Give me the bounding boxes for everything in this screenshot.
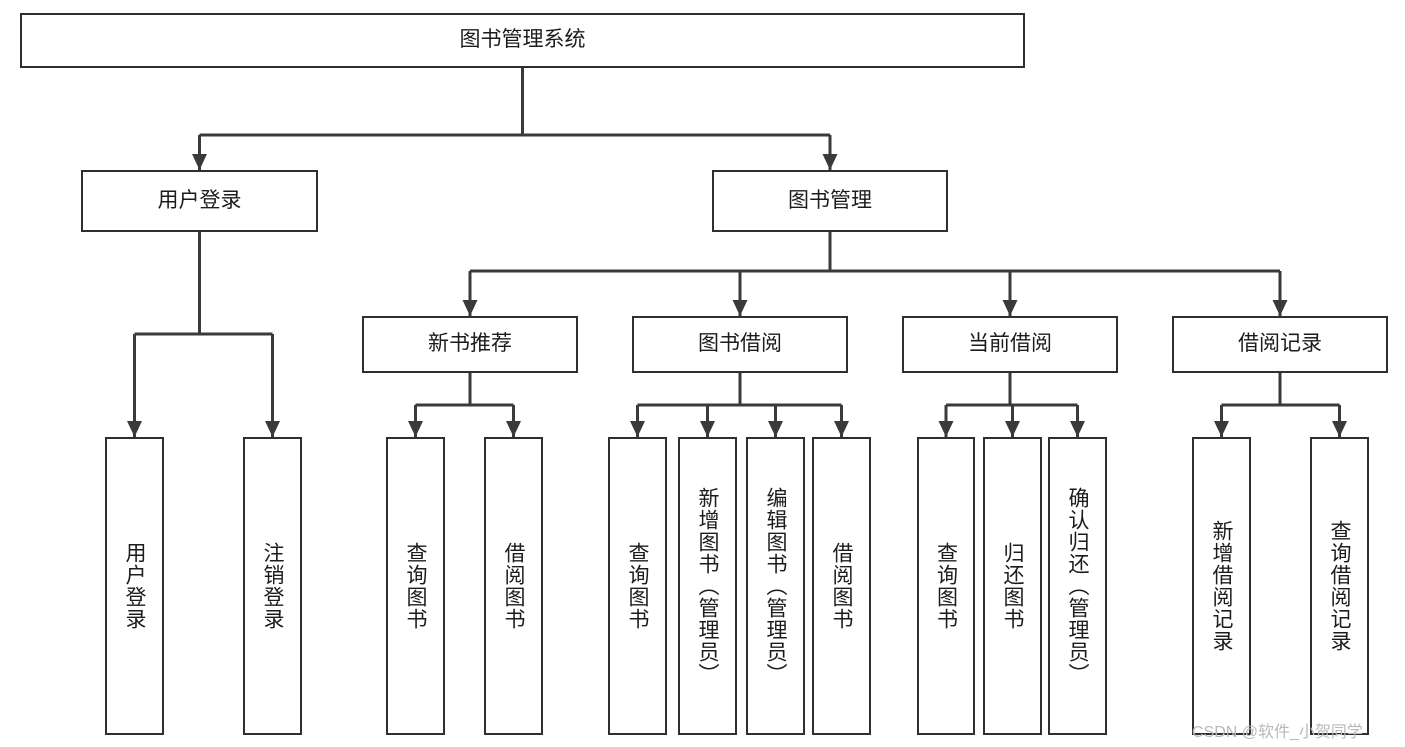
- node-leaf-confirm-return[interactable]: 确认归还（管理员）: [1048, 437, 1107, 735]
- node-label: 图书借阅: [698, 332, 782, 356]
- node-label: 图书管理系统: [459, 28, 586, 52]
- arrowhead-leaf_query_book_2: [630, 421, 645, 437]
- arrowhead-book_manage: [822, 154, 838, 170]
- node-label: 编辑图书（管理员）: [764, 487, 787, 685]
- arrowhead-leaf_add_record: [1214, 421, 1229, 437]
- arrowhead-leaf_query_record: [1332, 421, 1347, 437]
- node-leaf-query-book-2[interactable]: 查询图书: [608, 437, 667, 735]
- node-label: 查询借阅记录: [1328, 520, 1351, 652]
- node-label: 借阅图书: [830, 542, 853, 630]
- node-user-login[interactable]: 用户登录: [81, 170, 318, 232]
- node-leaf-query-book-1[interactable]: 查询图书: [386, 437, 445, 735]
- connector-lines: [127, 68, 1347, 437]
- node-label: 用户登录: [157, 188, 242, 212]
- node-leaf-add-record[interactable]: 新增借阅记录: [1192, 437, 1251, 735]
- arrowhead-leaf_borrow_book_1: [506, 421, 521, 437]
- node-borrow-record[interactable]: 借阅记录: [1172, 316, 1388, 373]
- node-label: 新书推荐: [428, 332, 512, 356]
- node-book-manage[interactable]: 图书管理: [712, 170, 948, 232]
- node-leaf-user-login[interactable]: 用户登录: [105, 437, 164, 735]
- node-leaf-logout[interactable]: 注销登录: [243, 437, 302, 735]
- node-leaf-return-book[interactable]: 归还图书: [983, 437, 1042, 735]
- node-book-borrow[interactable]: 图书借阅: [632, 316, 848, 373]
- node-label: 新增图书（管理员）: [696, 487, 719, 685]
- arrowhead-leaf_user_login: [127, 421, 142, 437]
- node-label: 图书管理: [788, 188, 872, 212]
- node-leaf-query-record[interactable]: 查询借阅记录: [1310, 437, 1369, 735]
- arrowhead-leaf_borrow_book_2: [834, 421, 849, 437]
- arrowhead-leaf_return_book: [1005, 421, 1020, 437]
- arrowhead-leaf_edit_book: [768, 421, 783, 437]
- node-leaf-query-book-3[interactable]: 查询图书: [917, 437, 975, 735]
- arrowhead-leaf_add_book: [700, 421, 715, 437]
- arrowhead-leaf_confirm_return: [1070, 421, 1085, 437]
- arrowhead-current_borrow: [1002, 300, 1018, 316]
- node-leaf-edit-book[interactable]: 编辑图书（管理员）: [746, 437, 805, 735]
- node-label: 新增借阅记录: [1210, 520, 1233, 652]
- node-label: 查询图书: [626, 542, 649, 630]
- arrowhead-new_book_rec: [462, 300, 478, 316]
- node-leaf-borrow-book-2[interactable]: 借阅图书: [812, 437, 871, 735]
- node-label: 确认归还（管理员）: [1066, 487, 1089, 685]
- node-root[interactable]: 图书管理系统: [20, 13, 1025, 68]
- node-label: 借阅图书: [502, 542, 525, 630]
- node-leaf-borrow-book-1[interactable]: 借阅图书: [484, 437, 543, 735]
- node-new-book-rec[interactable]: 新书推荐: [362, 316, 578, 373]
- node-label: 查询图书: [404, 542, 427, 630]
- arrowhead-user_login: [192, 154, 207, 170]
- node-label: 用户登录: [123, 542, 146, 630]
- arrowhead-leaf_logout: [265, 421, 280, 437]
- node-label: 当前借阅: [968, 332, 1052, 356]
- node-label: 查询图书: [934, 542, 958, 630]
- arrowhead-borrow_record: [1272, 300, 1288, 316]
- arrowhead-leaf_query_book_3: [938, 421, 954, 437]
- node-label: 借阅记录: [1238, 332, 1322, 356]
- arrowhead-leaf_query_book_1: [408, 421, 423, 437]
- node-label: 归还图书: [1001, 542, 1024, 630]
- node-leaf-add-book[interactable]: 新增图书（管理员）: [678, 437, 737, 735]
- node-label: 注销登录: [261, 542, 284, 630]
- arrowhead-book_borrow: [732, 300, 748, 316]
- node-current-borrow[interactable]: 当前借阅: [902, 316, 1118, 373]
